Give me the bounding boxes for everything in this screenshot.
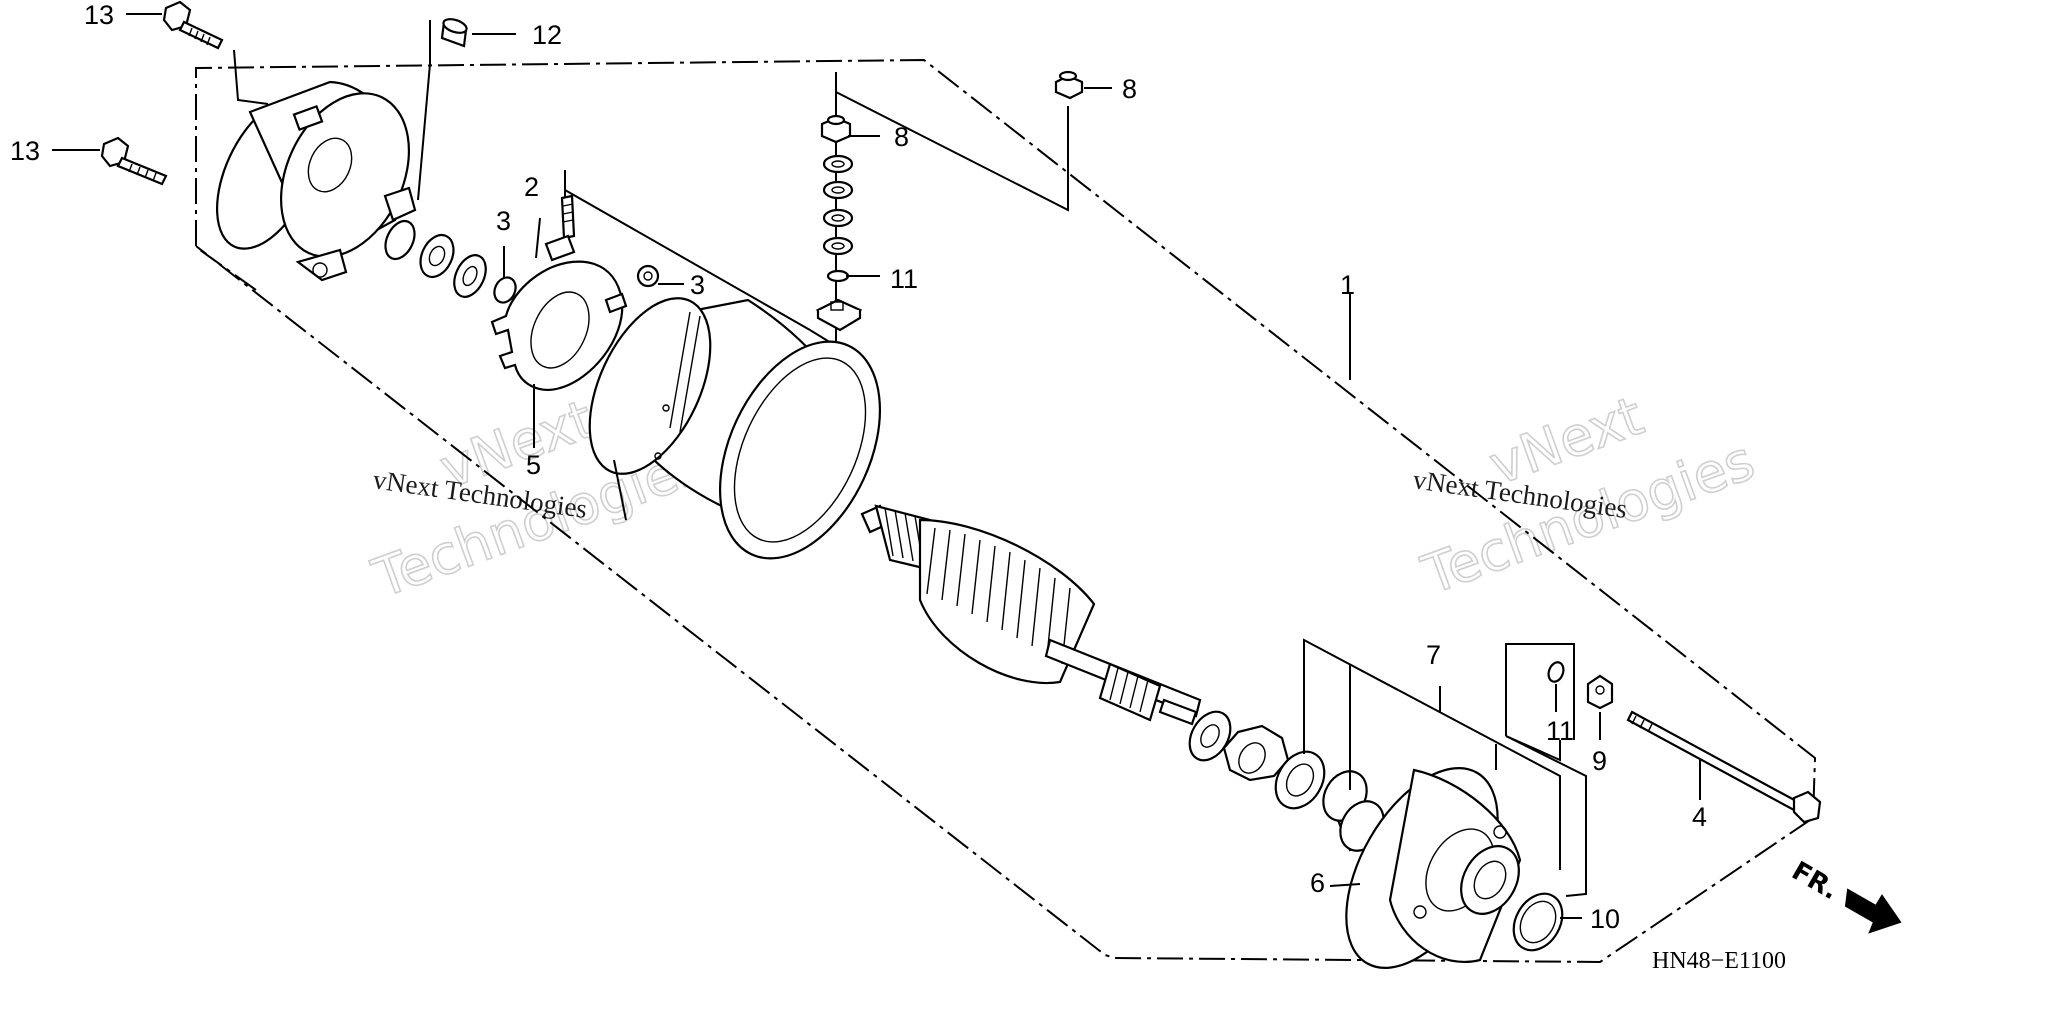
washer-11-lower [1547,661,1565,683]
callout-12: 12 [532,20,562,50]
through-bolt-4 [1626,710,1822,824]
diagram-code: HN48−E1100 [1652,948,1786,974]
callout-11-lower: 11 [1546,716,1574,746]
direction-label: FR. [1787,856,1844,906]
bracket-top-8 [835,72,1069,212]
callout-3-right: 3 [690,270,705,300]
assembly-boundary [195,58,1817,964]
callout-6: 6 [1310,868,1325,898]
callout-2: 2 [524,172,539,202]
callout-11-upper: 11 [890,264,918,294]
callout-13-upper: 13 [84,0,114,30]
callout-8-upper: 8 [1122,74,1137,104]
callout-9: 9 [1592,746,1607,776]
callout-7: 7 [1426,640,1441,670]
callout-8-lower: 8 [894,122,909,152]
nut-8 [1054,70,1084,100]
assembly-boundary-inner [199,249,257,291]
o-ring-10 [1512,892,1564,952]
callout-1: 1 [1340,270,1355,300]
sleeve-12 [440,18,468,48]
bolt-13-upper [162,0,224,50]
armature [860,504,1202,726]
yoke-housing [588,297,882,560]
bracket-7 [1303,638,1561,870]
callout-13-lower: 13 [10,136,40,166]
rear-cover [215,80,417,282]
callout-5: 5 [526,450,541,480]
callout-3-left: 3 [496,206,511,236]
washers-rear [384,219,517,304]
washer-stack [815,114,863,332]
bolt-13-lower [100,136,168,186]
washers-front [1188,710,1290,782]
direction-arrow-icon [1844,888,1902,934]
callout-10: 10 [1590,904,1620,934]
bracket-12 [417,20,431,201]
front-cover-6 [1345,767,1522,969]
brush-2 [535,194,576,262]
callout-4: 4 [1692,802,1707,832]
terminal-9 [1586,674,1614,710]
front-direction-indicator: FR. [1787,856,1902,934]
bearing [1274,750,1326,810]
bracket-9-11 [1505,643,1575,740]
brush-plate-5 [490,260,660,391]
